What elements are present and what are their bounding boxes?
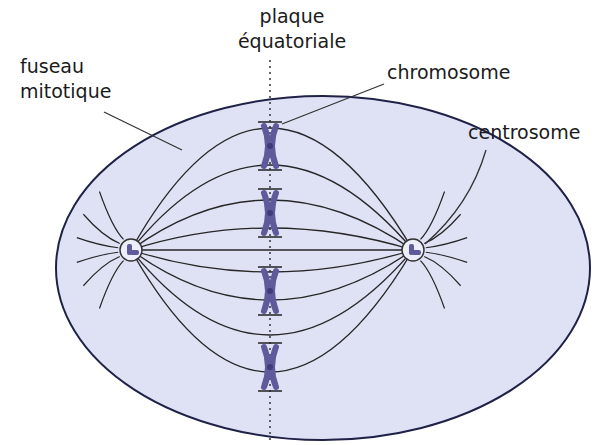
spindle-fibres bbox=[131, 128, 413, 372]
cell-membrane bbox=[56, 96, 590, 440]
leader-line bbox=[282, 84, 384, 124]
aster-ray bbox=[99, 191, 123, 239]
chromosome-shape bbox=[258, 343, 282, 391]
part-label: plaque équatoriale bbox=[222, 4, 362, 53]
equatorial-line bbox=[269, 60, 271, 440]
part-label: fuseau mitotique bbox=[20, 54, 140, 103]
aster-ray bbox=[426, 238, 467, 248]
label-box: chromosome bbox=[387, 60, 527, 85]
spindle-fibre bbox=[131, 250, 413, 272]
aster-rays bbox=[77, 191, 467, 308]
label-box: plaque équatoriale bbox=[222, 4, 362, 53]
leader-line bbox=[104, 112, 182, 150]
chromosome-shape bbox=[258, 189, 282, 237]
centrosome-right bbox=[402, 239, 424, 261]
aster-ray bbox=[424, 257, 460, 286]
part-label: chromosome bbox=[387, 60, 527, 85]
spindle-fibre bbox=[131, 165, 413, 250]
aster-ray bbox=[420, 191, 444, 239]
chromosome-shape bbox=[258, 122, 282, 170]
aster-ray bbox=[77, 252, 118, 262]
spindle-fibre bbox=[131, 250, 413, 335]
label-box: centrosome bbox=[468, 120, 596, 145]
chromosome-shape bbox=[258, 267, 282, 315]
aster-ray bbox=[83, 257, 119, 286]
aster-ray bbox=[420, 261, 444, 309]
chromosomes bbox=[258, 122, 282, 391]
aster-ray bbox=[83, 214, 119, 243]
leader-line bbox=[425, 150, 486, 244]
leader-lines bbox=[104, 84, 486, 244]
aster-ray bbox=[99, 261, 123, 309]
label-box: fuseau mitotique bbox=[20, 54, 140, 103]
spindle-fibre bbox=[131, 228, 413, 250]
spindle-fibre bbox=[131, 249, 413, 250]
part-label: centrosome bbox=[468, 120, 596, 145]
centrosome-left bbox=[120, 239, 142, 261]
